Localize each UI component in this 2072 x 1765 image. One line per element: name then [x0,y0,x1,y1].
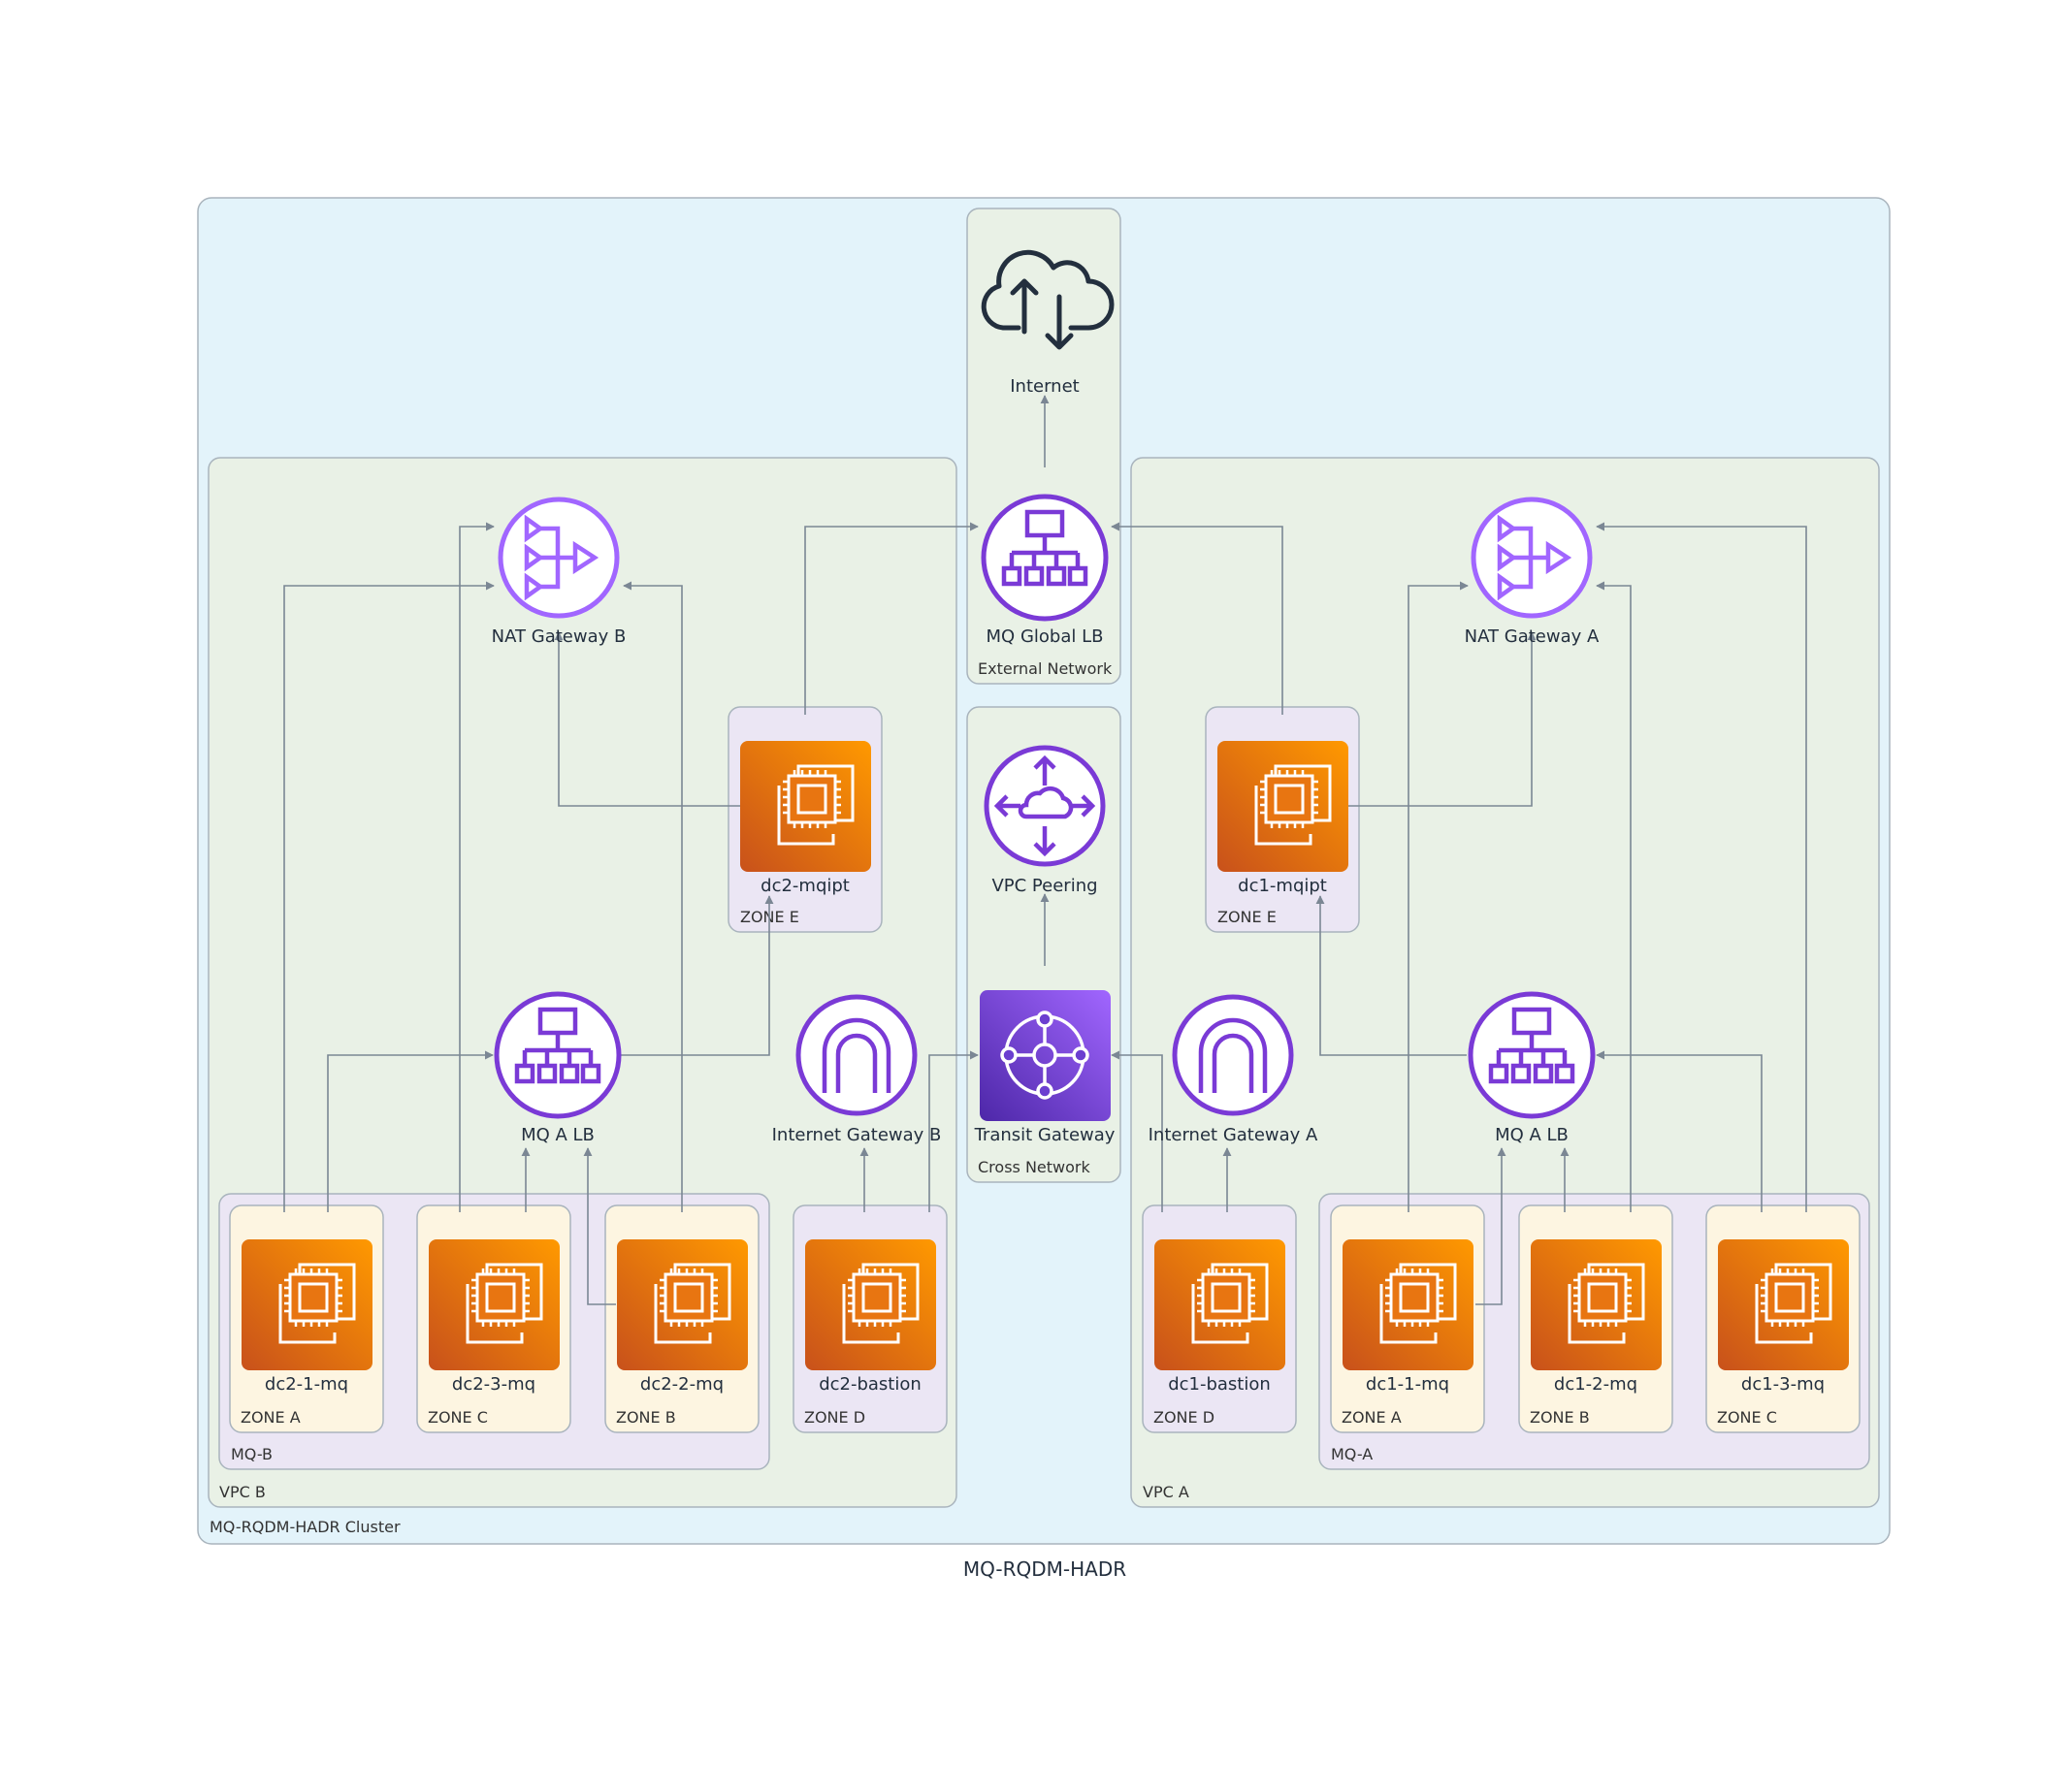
ec2-instance-icon [738,739,873,874]
dc1-bastion-node[interactable]: dc1-bastion [1152,1237,1287,1395]
transit-gateway-node[interactable]: Transit Gateway [974,988,1116,1145]
external-network-label: External Network [978,659,1113,678]
edge-dc1-bastion-to-transit [1111,1050,1163,1212]
dc1-2-mq-label: dc1-2-mq [1554,1374,1637,1395]
dc1-mqipt-zone-label: ZONE E [1217,908,1277,926]
edge-dc1-1-to-lb-a [1475,1147,1506,1305]
mq-a-lb-a-label: MQ A LB [1495,1125,1569,1145]
edge-dc2-2-to-lb-b [583,1147,616,1305]
vpc-a-label: VPC A [1143,1483,1189,1501]
dc1-mqipt-label: dc1-mqipt [1238,876,1327,896]
dc1-1-mq-zone-label: ZONE A [1342,1408,1402,1427]
ec2-instance-icon [1716,1237,1851,1372]
edges [283,395,1807,1305]
ec2-instance-icon [1341,1237,1475,1372]
dc1-3-mq-label: dc1-3-mq [1741,1374,1825,1395]
dc2-mqipt-label: dc2-mqipt [761,876,850,896]
ec2-instance-icon [240,1237,374,1372]
vpc-peering-label: VPC Peering [991,876,1097,896]
dc1-3-mq-zone-label: ZONE C [1717,1408,1777,1427]
internet-gateway-b-label: Internet Gateway B [772,1125,942,1145]
diagram-title: MQ-RQDM-HADR [963,1557,1126,1581]
dc2-mqipt-node[interactable]: dc2-mqipt [738,739,873,896]
edge-dc2-mqipt-to-nat-b [554,631,740,807]
edge-dc2-mqipt-to-global-lb [804,522,979,715]
dc2-bastion-node[interactable]: dc2-bastion [803,1237,938,1395]
internet-gateway-a-node[interactable]: Internet Gateway A [1149,997,1318,1145]
edge-dc1-2-to-nat-a [1596,581,1632,1212]
edge-dc2-2-to-nat-b [623,581,683,1212]
edge-dc1-1-to-nat-a [1408,581,1469,1212]
edge-dc2-1-to-lb-b [327,1050,494,1212]
dc1-mqipt-node[interactable]: dc1-mqipt [1215,739,1350,896]
edge-dc2-3-to-nat-b [459,522,495,1212]
dc1-bastion-label: dc1-bastion [1168,1374,1271,1395]
dc1-bastion-zone-label: ZONE D [1153,1408,1214,1427]
dc1-1-mq-node[interactable]: dc1-1-mq [1341,1237,1475,1395]
mq-global-lb-label: MQ Global LB [987,626,1104,647]
dc2-bastion-zone-label: ZONE D [804,1408,865,1427]
dc1-3-mq-node[interactable]: dc1-3-mq [1716,1237,1851,1395]
edge-dc2-1-to-nat-b [283,581,495,1212]
dc2-bastion-label: dc2-bastion [819,1374,922,1395]
edge-dc2-bastion-to-transit [928,1050,979,1212]
edge-dc1-mqipt-to-global-lb [1111,522,1283,715]
dc2-1-mq-node[interactable]: dc2-1-mq [240,1237,374,1395]
edge-dc1-mqipt-to-nat-a [1348,631,1537,807]
internet-node[interactable]: Internet [984,252,1112,397]
nat-gateway-icon [1473,499,1590,616]
cross-network-label: Cross Network [978,1158,1090,1176]
internet-gateway-b-node[interactable]: Internet Gateway B [772,997,942,1145]
ec2-instance-icon [1152,1237,1287,1372]
nat-gateway-a-label: NAT Gateway A [1465,626,1600,647]
dc2-3-mq-zone-label: ZONE C [428,1408,488,1427]
mq-global-lb-node[interactable]: MQ Global LB [984,497,1106,647]
internet-label: Internet [1010,376,1079,397]
edge-lb-b-to-dc2-mqipt [621,895,774,1056]
edge-lb-a-to-dc1-mqipt [1315,895,1467,1056]
mq-b-label: MQ-B [231,1445,273,1463]
internet-gateway-icon [798,997,915,1113]
dc2-2-mq-node[interactable]: dc2-2-mq [615,1237,750,1395]
nat-gateway-icon [501,499,617,616]
dc2-2-mq-label: dc2-2-mq [640,1374,724,1395]
dc2-3-mq-label: dc2-3-mq [452,1374,535,1395]
ec2-instance-icon [803,1237,938,1372]
dc2-1-mq-zone-label: ZONE A [241,1408,301,1427]
cluster-label: MQ-RQDM-HADR Cluster [210,1518,401,1536]
dc2-3-mq-node[interactable]: dc2-3-mq [427,1237,562,1395]
ec2-instance-icon [1529,1237,1664,1372]
elastic-load-balancer-icon [497,994,619,1116]
dc1-1-mq-label: dc1-1-mq [1366,1374,1449,1395]
mq-a-lb-b-label: MQ A LB [521,1125,595,1145]
vpc-peering-icon [987,748,1103,864]
mq-a-lb-a-node[interactable]: MQ A LB [1471,994,1593,1145]
dc1-2-mq-zone-label: ZONE B [1530,1408,1590,1427]
internet-gateway-icon [1175,997,1291,1113]
dc2-2-mq-zone-label: ZONE B [616,1408,676,1427]
elastic-load-balancer-icon [1471,994,1593,1116]
dc1-2-mq-node[interactable]: dc1-2-mq [1529,1237,1664,1395]
transit-gateway-label: Transit Gateway [974,1125,1116,1145]
transit-gateway-icon [978,988,1113,1123]
internet-gateway-a-label: Internet Gateway A [1149,1125,1318,1145]
vpc-peering-node[interactable]: VPC Peering [987,748,1103,896]
nat-gateway-b-node[interactable]: NAT Gateway B [492,499,627,647]
elastic-load-balancer-icon [984,497,1106,619]
vpc-b-label: VPC B [219,1483,266,1501]
edge-dc1-3-to-nat-a [1596,522,1807,1212]
ec2-instance-icon [427,1237,562,1372]
mq-a-label: MQ-A [1331,1445,1373,1463]
nat-gateway-a-node[interactable]: NAT Gateway A [1465,499,1600,647]
ec2-instance-icon [1215,739,1350,874]
ec2-instance-icon [615,1237,750,1372]
edge-dc1-3-to-lb-a [1596,1050,1763,1212]
mq-a-lb-b-node[interactable]: MQ A LB [497,994,619,1145]
nat-gateway-b-label: NAT Gateway B [492,626,627,647]
dc2-1-mq-label: dc2-1-mq [265,1374,348,1395]
